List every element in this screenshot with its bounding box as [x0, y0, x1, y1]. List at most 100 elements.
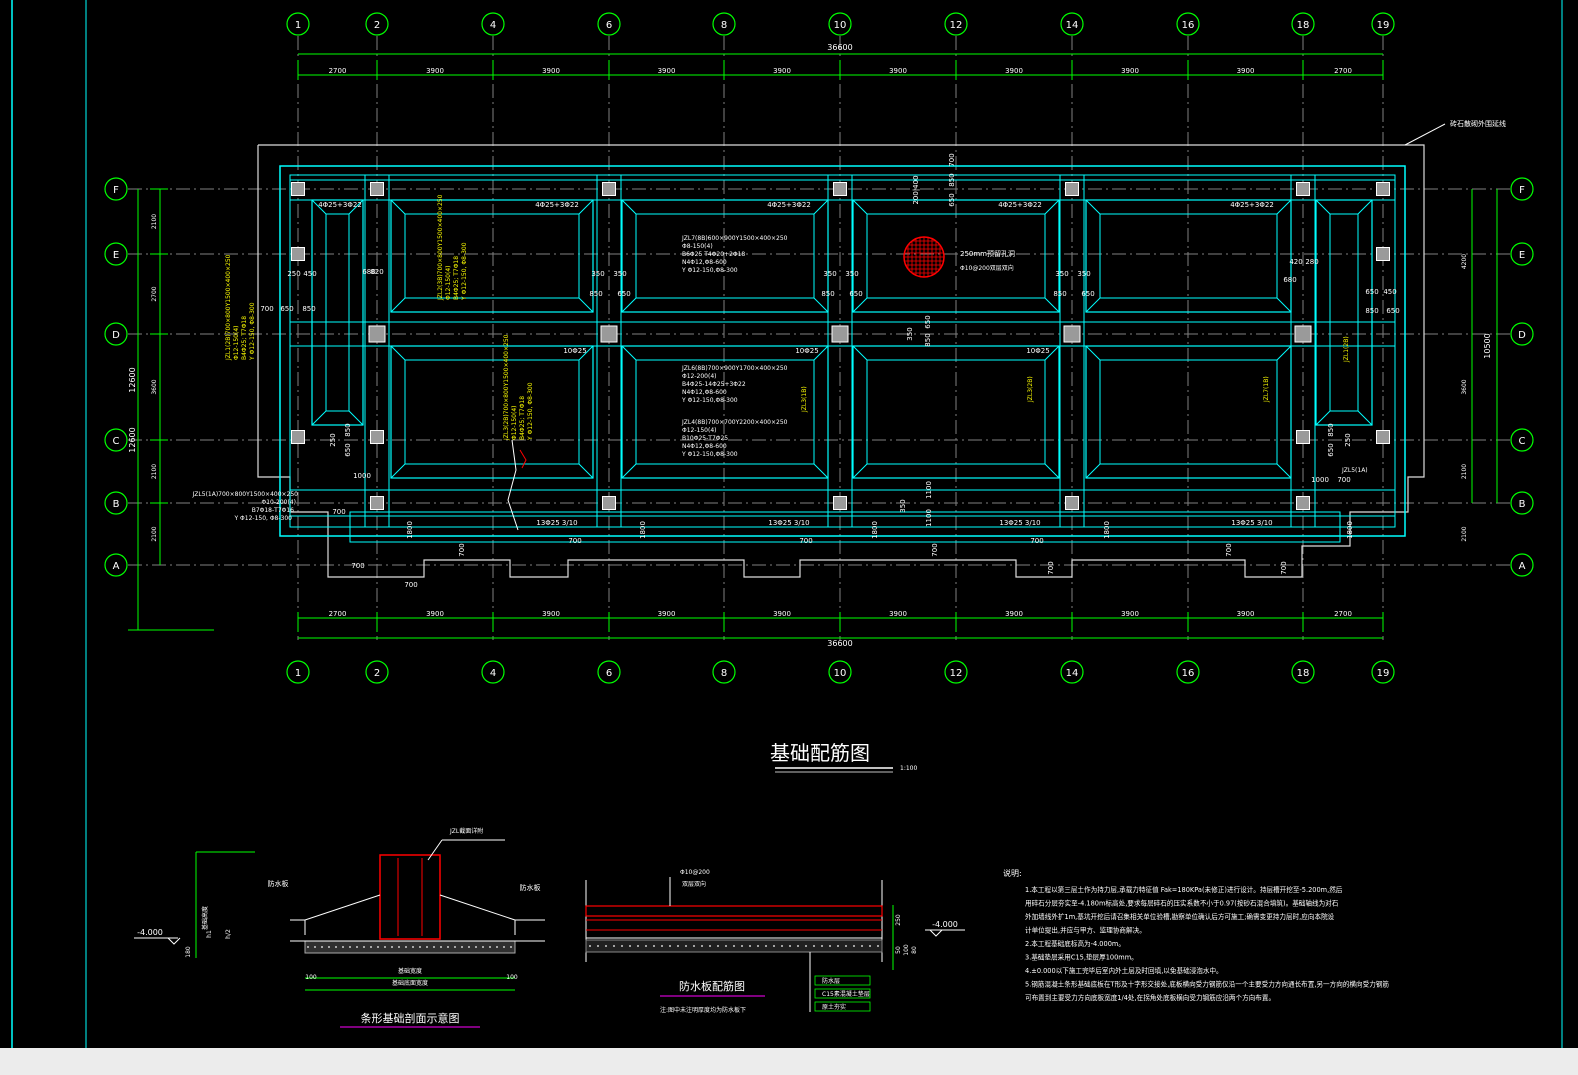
axis-bubble-bottom — [1291, 660, 1315, 684]
column — [370, 182, 384, 196]
pad-bevel — [578, 199, 594, 215]
d1-width2: 基础底面宽度 — [392, 979, 428, 987]
dim-small-vertical: 700 — [1280, 561, 1288, 574]
d2-gravel — [805, 945, 807, 947]
pad-panel-outer — [1085, 345, 1292, 479]
jzl5-note: B7Φ18-T7Φ16 — [252, 507, 294, 514]
column — [1376, 430, 1390, 444]
pad-bevel — [1085, 199, 1101, 215]
pad-bevel — [813, 199, 829, 215]
d2-gravel — [709, 945, 711, 947]
d2-dim-250: 250 — [895, 914, 902, 926]
dim-small: 700 — [260, 305, 273, 313]
d1-gravel — [503, 946, 505, 948]
dim-small: 700 — [1030, 537, 1043, 545]
pad-panel-inner — [404, 213, 580, 299]
axis-row-label-left: D — [112, 330, 120, 341]
beam-bottom-rebar: 13Φ25 3/10 — [999, 519, 1040, 527]
axis-bubble-top — [365, 12, 389, 36]
dim-spacing-top: 3900 — [658, 67, 676, 75]
dim-small: 250 — [287, 270, 300, 278]
dim-right-part: 4200 — [1461, 254, 1468, 269]
d2-gravel — [813, 945, 815, 947]
jzl3-2b-label: JZL3(2B) — [1027, 376, 1034, 403]
d1-gravel — [398, 946, 400, 948]
notes-heading: 说明: — [1003, 868, 1022, 878]
pad-bevel — [1357, 410, 1373, 426]
dim-spacing-top: 3900 — [542, 67, 560, 75]
dim-small-vertical: 200|400 — [912, 175, 920, 204]
d2-gravel — [765, 945, 767, 947]
column — [368, 325, 386, 343]
dim-spacing-bottom: 3900 — [773, 610, 791, 618]
pad-bevel — [578, 463, 594, 479]
pad-bevel — [852, 297, 868, 313]
pad-bevel — [1044, 199, 1060, 215]
column — [1294, 325, 1312, 343]
pad-panel-inner — [635, 213, 815, 299]
pad-bevel — [1315, 410, 1331, 426]
dim-small: 700 — [568, 537, 581, 545]
jzl1-note: Φ12-150(4) — [233, 326, 240, 360]
column — [602, 496, 616, 510]
dim-small: 1000 — [353, 472, 371, 480]
d2-rebar2-label: 双层双向 — [682, 880, 706, 888]
dim-small: 680 — [362, 268, 375, 276]
notes-item: 4.±0.000以下施工完毕后室内外土层及时回填,以免基础浸泡水中。 — [1025, 966, 1223, 975]
jzl2-note: Φ12-150(4) — [445, 266, 452, 300]
axis-bubble-right — [1510, 428, 1534, 452]
axis-col-label-bottom: 2 — [374, 668, 380, 679]
jzl7-1-label: JZL7(1B) — [1263, 376, 1270, 403]
jzl6-note: B4Φ25-14Φ25+3Φ22 — [682, 381, 746, 388]
dim-small-vertical: 850 — [1327, 423, 1335, 436]
dim-left-part: 2700 — [151, 286, 158, 301]
dim-small: 450 — [1383, 288, 1396, 296]
axis-bubble-left — [104, 553, 128, 577]
notes-item: 用碎石分层夯实至-4.180m标高处,要求每层碎石的压实系数不小于0.97(按砂… — [1025, 899, 1339, 908]
break-mark — [519, 449, 527, 469]
column — [1063, 325, 1081, 343]
axis-col-label-top: 6 — [606, 20, 612, 31]
dim-right-total: 10500 — [1483, 333, 1492, 358]
d1-beam-section — [379, 854, 441, 940]
axis-col-label-top: 8 — [721, 20, 727, 31]
axis-bubble-right — [1510, 553, 1534, 577]
hole-sub-label: Φ10@200双层双向 — [960, 264, 1014, 272]
pad-panel-inner — [325, 213, 350, 412]
dim-small: 1000 — [1311, 476, 1329, 484]
d2-gravel — [797, 945, 799, 947]
dim-spacing-bottom: 2700 — [329, 610, 347, 618]
d2-rebar-label: Φ10@200 — [680, 869, 710, 876]
notes-item: 2.本工程基础底标高为-4.000m。 — [1025, 939, 1125, 948]
pad-bevel — [578, 345, 594, 361]
dim-small-vertical: 350 — [906, 327, 914, 340]
pad-bevel — [621, 345, 637, 361]
axis-bubble-bottom — [712, 660, 736, 684]
axis-row-label-left: A — [113, 561, 120, 572]
column — [370, 496, 384, 510]
column — [602, 182, 616, 196]
dim-small: 650 — [1386, 307, 1399, 315]
jzl5-note: JZL5(1A)700×800Y1500×400×250 — [192, 491, 299, 498]
axis-bubble-top — [1291, 12, 1315, 36]
dim-spacing-bottom: 2700 — [1334, 610, 1352, 618]
pad-bevel — [813, 463, 829, 479]
dim-small: 700 — [404, 581, 417, 589]
pad-panel-inner — [866, 213, 1046, 299]
d2-gravel — [645, 945, 647, 947]
d2-layer-box3 — [814, 1001, 871, 1012]
jzl6-note: N4Φ12,Φ8-600 — [682, 389, 727, 396]
axis-col-label-bottom: 8 — [721, 668, 727, 679]
d1-gravel — [489, 946, 491, 948]
dim-small: 850 — [589, 290, 602, 298]
d2-gravel — [589, 945, 591, 947]
axis-bubble-top — [1371, 12, 1395, 36]
d1-h2: h/2 — [225, 929, 232, 939]
axis-row-label-right: C — [1519, 436, 1526, 447]
column — [1065, 182, 1079, 196]
pad-panel-inner — [635, 359, 815, 465]
dim-small-vertical: 700 — [1047, 561, 1055, 574]
d2-gravel — [613, 945, 615, 947]
